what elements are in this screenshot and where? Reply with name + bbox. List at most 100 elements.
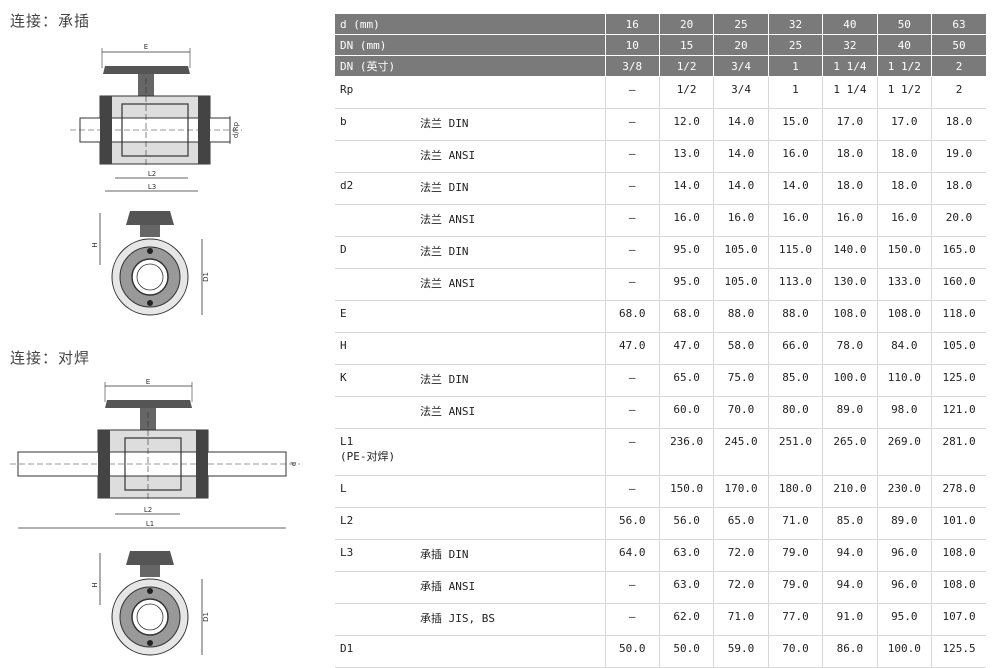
row-label: L3: [335, 539, 415, 572]
table-cell: 18.0: [822, 172, 878, 205]
socket-valve-side-drawing: E d/Rp L2 L3: [70, 38, 250, 198]
header-cell: 40: [876, 34, 932, 56]
table-cell: 66.0: [767, 332, 823, 365]
header-cell: 10: [604, 34, 660, 56]
row-label-text: L3: [340, 546, 354, 559]
table-cell: 13.0: [658, 140, 714, 173]
table-cell: 251.0: [767, 428, 823, 476]
header-cell: 16: [604, 14, 660, 35]
h-dimension-label-2: H: [91, 582, 99, 587]
table-cell: 160.0: [931, 268, 986, 301]
table-cell: 236.0: [658, 428, 714, 476]
table-cell: 150.0: [658, 475, 714, 508]
table-cell: 63.0: [658, 571, 714, 604]
table-cell: 80.0: [767, 396, 823, 429]
row-sublabel: 法兰 DIN: [415, 364, 605, 397]
header-cell: 3/4: [713, 55, 769, 77]
table-cell: 95.0: [876, 603, 932, 636]
table-cell: 105.0: [713, 268, 769, 301]
table-cell: 94.0: [822, 571, 878, 604]
row-sublabel: 法兰 ANSI: [415, 204, 605, 237]
table-cell: 18.0: [876, 140, 932, 173]
table-cell: 16.0: [767, 140, 823, 173]
table-cell: 95.0: [658, 236, 714, 269]
table-cell: 130.0: [822, 268, 878, 301]
table-cell: –: [604, 204, 660, 237]
table-cell: 278.0: [931, 475, 986, 508]
header-cell: 3/8: [604, 55, 660, 77]
table-cell: 265.0: [822, 428, 878, 476]
d1-dimension-label: D1: [202, 272, 210, 282]
row-sublabel: 承插 JIS, BS: [415, 603, 605, 636]
row-label: [335, 603, 415, 636]
header-cell: 20: [713, 34, 769, 56]
table-cell: 170.0: [713, 475, 769, 508]
table-cell: 18.0: [822, 140, 878, 173]
table-cell: 16.0: [658, 204, 714, 237]
table-cell: 79.0: [767, 539, 823, 572]
table-cell: 60.0: [658, 396, 714, 429]
table-cell: 84.0: [876, 332, 932, 365]
table-cell: 78.0: [822, 332, 878, 365]
table-cell: 98.0: [876, 396, 932, 429]
table-cell: 245.0: [713, 428, 769, 476]
table-cell: 108.0: [931, 571, 986, 604]
table-cell: 180.0: [767, 475, 823, 508]
table-cell: –: [604, 76, 660, 109]
d-dimension-label: d: [290, 462, 298, 466]
row-label: E: [335, 300, 415, 333]
table-cell: –: [604, 172, 660, 205]
table-cell: –: [604, 475, 660, 508]
row-sublabel: [415, 332, 605, 365]
row-label: d2: [335, 172, 415, 205]
row-sublabel: 法兰 ANSI: [415, 396, 605, 429]
header-cell: 50: [876, 14, 932, 35]
table-cell: 64.0: [604, 539, 660, 572]
table-cell: 16.0: [822, 204, 878, 237]
row-label-text: d2: [340, 179, 354, 192]
table-cell: –: [604, 603, 660, 636]
table-cell: –: [604, 571, 660, 604]
header-label: DN (mm): [335, 34, 605, 56]
header-cell: 40: [822, 14, 878, 35]
row-sublabel: [415, 428, 605, 476]
butt-weld-valve-front-drawing: H D1: [90, 545, 220, 660]
header-cell: 1 1/4: [822, 55, 878, 77]
table-cell: 115.0: [767, 236, 823, 269]
header-cell: 15: [658, 34, 714, 56]
row-label: [335, 396, 415, 429]
table-cell: 95.0: [658, 268, 714, 301]
row-label-text: K: [340, 371, 347, 384]
table-cell: 2: [931, 76, 986, 109]
table-cell: 68.0: [604, 300, 660, 333]
drawings-panel: 连接：承插 E d/Rp L2 L3 H: [0, 0, 330, 663]
table-cell: 125.0: [931, 364, 986, 397]
d1-dimension-label-2: D1: [202, 612, 210, 622]
row-label: [335, 268, 415, 301]
table-cell: 14.0: [767, 172, 823, 205]
l2-dimension-label: L2: [148, 170, 156, 178]
row-label-text: D1: [340, 642, 354, 655]
table-cell: 18.0: [931, 172, 986, 205]
row-label: L: [335, 475, 415, 508]
row-sublabel: [415, 76, 605, 109]
row-label-text: H: [340, 339, 347, 352]
table-cell: 14.0: [713, 140, 769, 173]
table-cell: 71.0: [767, 507, 823, 540]
row-label-text: L2: [340, 514, 354, 527]
table-cell: 65.0: [713, 507, 769, 540]
l1-dimension-label: L1: [146, 520, 154, 528]
table-cell: 281.0: [931, 428, 986, 476]
row-label-subtext: (PE-对焊): [340, 450, 396, 463]
table-cell: 88.0: [713, 300, 769, 333]
row-label: L2: [335, 507, 415, 540]
table-cell: 85.0: [767, 364, 823, 397]
